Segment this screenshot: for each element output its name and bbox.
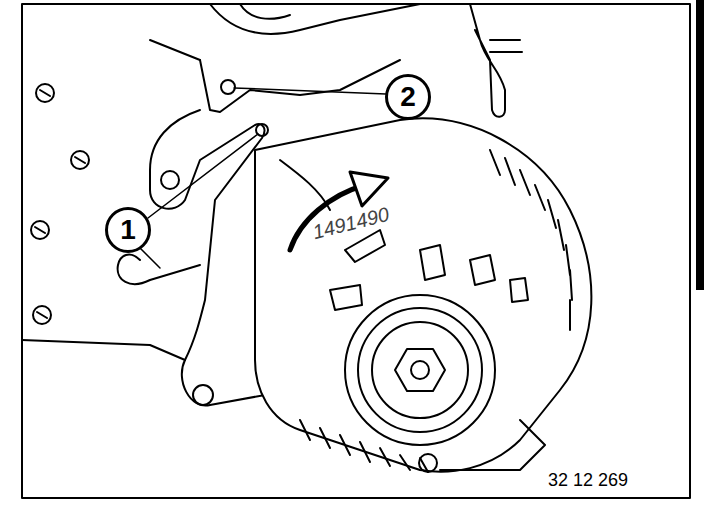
callout-circle: 2 xyxy=(385,74,431,120)
callout-number: 2 xyxy=(400,83,416,111)
figure-number: 32 12 269 xyxy=(548,470,628,491)
callout-circle: 1 xyxy=(105,207,151,253)
callout-number: 1 xyxy=(120,216,136,244)
